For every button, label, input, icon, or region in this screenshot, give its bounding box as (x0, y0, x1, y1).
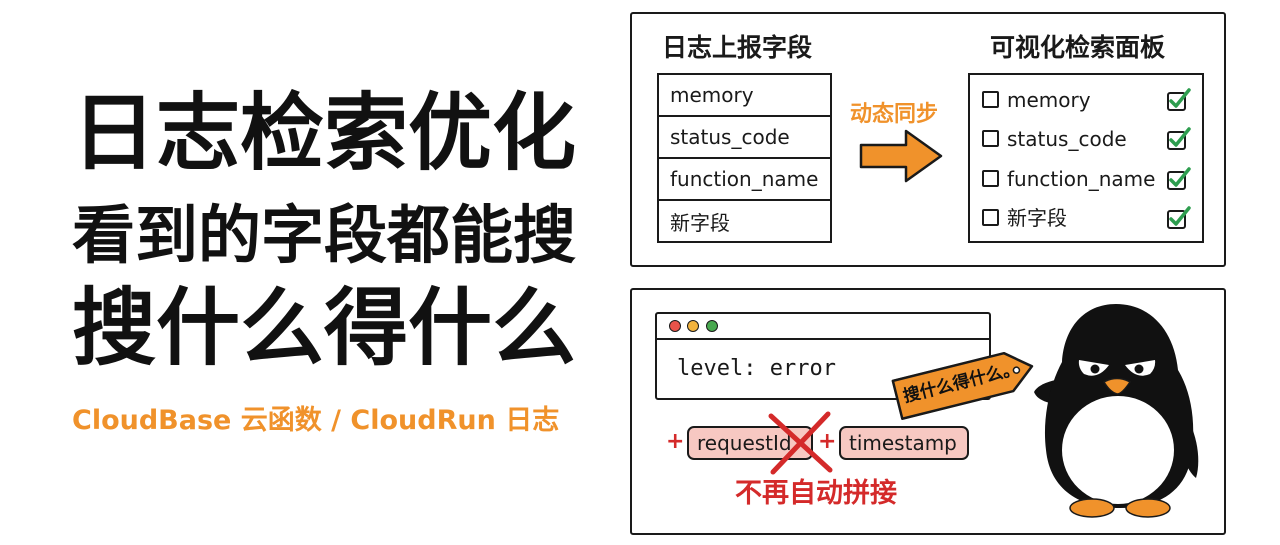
checkbox-icon (982, 170, 999, 187)
search-demo-panel: level: error 搜什么得什么。 + requestId + times… (630, 288, 1226, 535)
minimize-dot-icon (687, 320, 699, 332)
penguin-icon (1034, 304, 1199, 518)
search-field-row: memory (970, 83, 1202, 117)
removed-field-pill: timestamp (839, 426, 969, 460)
check-icon (1167, 167, 1191, 190)
search-field-label: function_name (1007, 167, 1156, 191)
maximize-dot-icon (706, 320, 718, 332)
headline-line-3: 搜什么得什么 (72, 279, 577, 377)
penguin-right-foot (1125, 498, 1171, 518)
search-panel-title: 可视化检索面板 (990, 33, 1166, 62)
slogan-tag: 搜什么得什么。 (891, 345, 1039, 420)
penguin-right-pupil (1134, 364, 1144, 374)
plus-sign: + (666, 429, 685, 454)
penguin-left-pupil (1090, 364, 1100, 374)
search-field-row: function_name (970, 162, 1202, 196)
no-auto-concat-note: 不再自动拼接 (735, 478, 897, 509)
source-fields-table: memory status_code function_name 新字段 (657, 73, 832, 243)
tag-icon (891, 351, 1034, 420)
headline-line-1: 日志检索优化 (72, 84, 577, 182)
check-icon (1167, 206, 1191, 229)
headline-subtitle: CloudBase 云函数 / CloudRun 日志 (72, 405, 560, 436)
penguin-belly (1062, 396, 1174, 504)
check-icon (1167, 127, 1191, 150)
check-icon (1167, 88, 1191, 111)
search-field-row: status_code (970, 122, 1202, 156)
search-field-label: status_code (1007, 127, 1127, 151)
search-field-label: 新字段 (1007, 206, 1067, 230)
penguin-left-foot (1069, 498, 1115, 518)
source-field-row: 新字段 (670, 210, 730, 235)
search-field-label: memory (1007, 88, 1091, 112)
search-query: level: error (677, 356, 836, 381)
checkbox-icon (982, 209, 999, 226)
penguin-beak (1102, 377, 1132, 395)
checkbox-icon (982, 130, 999, 147)
checkbox-icon (982, 91, 999, 108)
close-dot-icon (669, 320, 681, 332)
arrow-right-icon (859, 129, 943, 183)
source-field-row: memory (659, 75, 830, 117)
source-field-row: function_name (659, 159, 830, 201)
search-fields-box: memory status_code function_name 新字段 (968, 73, 1204, 243)
browser-title-bar (657, 314, 989, 340)
cross-out-icon (768, 411, 833, 475)
field-sync-panel: 日志上报字段 memory status_code function_name … (630, 12, 1226, 267)
headline-line-2: 看到的字段都能搜 (72, 199, 576, 272)
source-field-row: status_code (659, 117, 830, 159)
arrow-shape (859, 129, 943, 183)
source-fields-title: 日志上报字段 (662, 33, 813, 62)
sync-arrow-label: 动态同步 (850, 102, 939, 127)
plus-sign: + (818, 429, 837, 454)
search-field-row: 新字段 (970, 201, 1202, 235)
